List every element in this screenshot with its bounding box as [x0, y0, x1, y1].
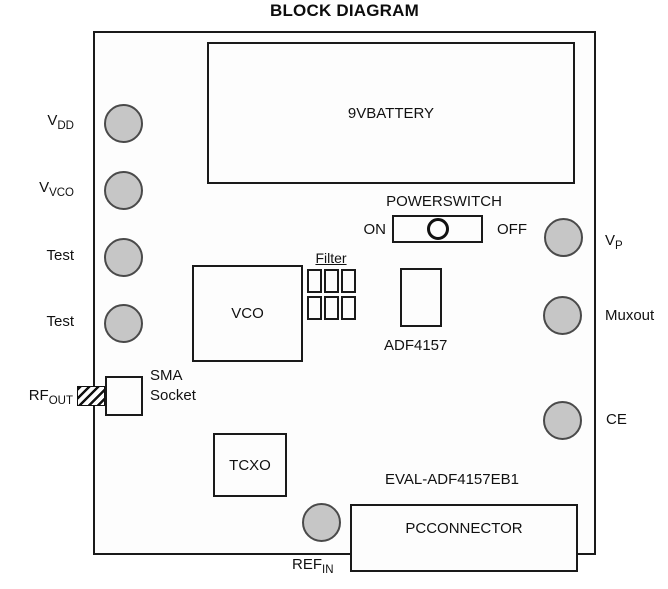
refin-pad — [302, 503, 341, 542]
ce-pad — [543, 401, 582, 440]
test1-label: Test — [46, 247, 74, 264]
refin-label: REFIN — [292, 556, 334, 576]
battery-label: 9VBATTERY — [347, 104, 435, 122]
muxout-label: Muxout — [605, 307, 655, 324]
filter-cell — [307, 269, 322, 293]
adf4157-label: ADF4157 — [384, 337, 448, 354]
rf-hatch-connector-icon — [77, 386, 105, 406]
sma-socket-box — [105, 376, 143, 416]
power-switch-on-label: ON — [363, 221, 387, 238]
power-switch-knob-icon — [427, 218, 449, 240]
test2-pad — [104, 304, 143, 343]
filter-cell — [324, 296, 339, 320]
filter-label: Filter — [315, 250, 347, 266]
pc-connector-box: PCCONNECTOR — [350, 504, 578, 572]
filter-grid — [307, 269, 356, 323]
eval-board-label: EVAL-ADF4157EB1 — [385, 471, 519, 488]
filter-cell — [307, 296, 322, 320]
tcxo-label: TCXO — [229, 456, 271, 474]
filter-cell — [341, 269, 356, 293]
vco-label: VCO — [231, 305, 264, 322]
sma-socket-label: SMA Socket — [150, 367, 196, 404]
vvco-pad — [104, 171, 143, 210]
vdd-label: VDD — [47, 112, 74, 132]
vp-label: VP — [605, 232, 623, 252]
vvco-label: VVCO — [39, 179, 74, 199]
power-switch-off-label: OFF — [497, 221, 527, 238]
test1-pad — [104, 238, 143, 277]
filter-cell — [341, 296, 356, 320]
battery-box: 9VBATTERY — [207, 42, 575, 184]
pc-connector-label: PCCONNECTOR — [405, 520, 523, 537]
rfout-label: RFOUT — [28, 387, 73, 407]
muxout-pad — [543, 296, 582, 335]
filter-cell — [324, 269, 339, 293]
adf4157-box — [400, 268, 442, 327]
vp-pad — [544, 218, 583, 257]
vdd-pad — [104, 104, 143, 143]
vco-box: VCO — [192, 265, 303, 362]
ce-label: CE — [606, 411, 627, 428]
tcxo-box: TCXO — [213, 433, 287, 497]
power-switch-label: POWERSWITCH — [386, 193, 502, 210]
diagram-title: BLOCK DIAGRAM — [270, 1, 419, 20]
test2-label: Test — [46, 313, 74, 330]
